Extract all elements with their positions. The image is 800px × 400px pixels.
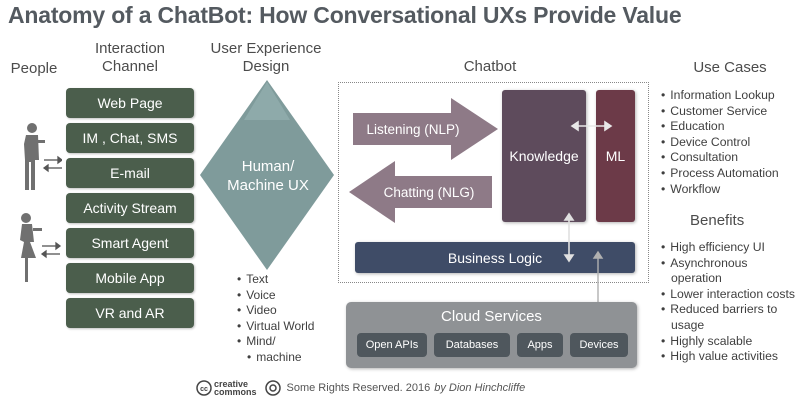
cc-line2: commons — [214, 387, 257, 397]
hmux-line1: Human/ — [241, 158, 295, 175]
people-figures — [20, 123, 62, 282]
copyright-icon — [264, 380, 281, 396]
use-case-item: Device Control — [661, 135, 799, 151]
person-man-icon — [24, 123, 45, 190]
use-case-item: Information Lookup — [661, 88, 799, 104]
cc-line1: creative — [214, 379, 249, 389]
listening-label: Listening (NLP) — [366, 122, 460, 137]
use-case-item: Workflow — [661, 182, 799, 198]
service-databases: Databases — [434, 333, 510, 357]
cc-wordmark: creative commons — [214, 379, 257, 397]
service-apps: Apps — [517, 333, 563, 357]
channel-web-page: Web Page — [66, 88, 194, 118]
benefit-item: Highly scalable — [661, 334, 797, 350]
ux-mode-item: Mind/ — [237, 334, 314, 350]
ux-mode-item: Video — [237, 303, 314, 319]
use-case-item: Process Automation — [661, 166, 799, 182]
chatbot-header: Chatbot — [463, 58, 517, 75]
business-logic-bar: Business Logic — [355, 242, 635, 273]
service-open-apis: Open APIs — [357, 333, 427, 357]
human-machine-ux-diamond — [200, 80, 334, 270]
channel-activity-stream: Activity Stream — [66, 193, 194, 223]
benefit-item: Asynchronous operation — [661, 256, 797, 287]
benefits-list: High efficiency UI Asynchronous operatio… — [661, 240, 797, 365]
channel-email: E-mail — [66, 158, 194, 188]
people-header: People — [10, 60, 58, 77]
knowledge-ml-arrow-icon — [570, 120, 613, 132]
ux-header-line1: User Experience — [210, 40, 322, 57]
channel-vr-ar: VR and AR — [66, 298, 194, 328]
cloud-services-title: Cloud Services — [441, 308, 542, 325]
knowledge-box: Knowledge — [502, 90, 586, 222]
arrows-icon — [42, 155, 62, 173]
use-case-item: Customer Service — [661, 104, 799, 120]
page-title: Anatomy of a ChatBot: How Conversational… — [8, 2, 682, 28]
person-woman-icon — [20, 213, 42, 282]
ux-mode-item: machine — [237, 350, 314, 366]
chatting-arrow — [349, 161, 492, 223]
service-devices: Devices — [570, 333, 628, 357]
chatbot-frame — [338, 82, 649, 283]
footer: cc creative commons Some Rights Reserved… — [196, 378, 566, 398]
use-case-item: Education — [661, 119, 799, 135]
use-cases-list: Information Lookup Customer Service Educ… — [661, 88, 799, 197]
author-text: by Dion Hinchcliffe — [434, 382, 526, 394]
benefit-item: High value activities — [661, 349, 797, 365]
benefits-header: Benefits — [690, 212, 745, 229]
ux-mode-item: Virtual World — [237, 319, 314, 335]
human-machine-ux-label: Human/ Machine UX — [218, 157, 318, 195]
listening-arrow — [353, 98, 498, 160]
benefit-item: Reduced barriers to usage — [661, 302, 797, 333]
rights-text: Some Rights Reserved. 2016 — [286, 382, 431, 394]
hmux-line2: Machine UX — [227, 177, 309, 194]
channel-mobile-app: Mobile App — [66, 263, 194, 293]
ux-mode-item: Text — [237, 272, 314, 288]
benefit-item: High efficiency UI — [661, 240, 797, 256]
channel-header-line1: Interaction — [94, 40, 166, 57]
ml-label: ML — [605, 148, 626, 164]
channel-im-chat-sms: IM , Chat, SMS — [66, 123, 194, 153]
channel-smart-agent: Smart Agent — [66, 228, 194, 258]
channel-header: Interaction Channel — [66, 40, 194, 76]
ux-mode-item: Voice — [237, 288, 314, 304]
ux-header-line2: Design — [242, 58, 290, 75]
svg-text:cc: cc — [200, 386, 208, 393]
chatting-label: Chatting (NLG) — [383, 185, 475, 200]
use-cases-header: Use Cases — [693, 59, 767, 76]
channel-header-line2: Channel — [102, 58, 158, 75]
business-logic-label: Business Logic — [447, 249, 543, 266]
creative-commons-icon: cc — [196, 380, 212, 396]
knowledge-business-arrow-icon — [563, 212, 575, 263]
arrows-icon — [40, 241, 62, 259]
ux-header: User Experience Design — [196, 40, 336, 76]
ml-box: ML — [596, 90, 635, 222]
ux-modes-list: Text Voice Video Virtual World Mind/ mac… — [237, 272, 314, 365]
benefit-item: Lower interaction costs — [661, 287, 797, 303]
knowledge-label: Knowledge — [509, 148, 579, 164]
use-case-item: Consultation — [661, 150, 799, 166]
